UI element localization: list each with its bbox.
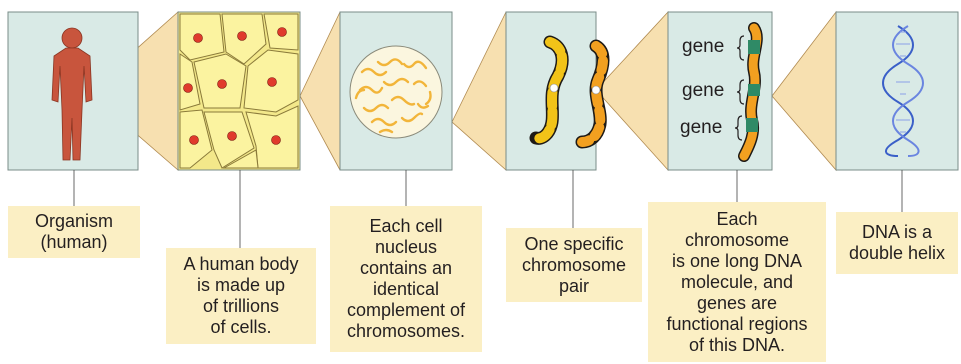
zoom-wedge-5 xyxy=(772,12,836,170)
zoom-wedge-2 xyxy=(300,12,340,170)
caption-pair: One specific chromosome pair xyxy=(506,228,642,302)
caption-nucleus: Each cell nucleus contains an identical … xyxy=(330,206,482,352)
caption-cells: A human body is made up of trillions of … xyxy=(166,248,316,344)
caption-chromosome: Each chromosome is one long DNA molecule… xyxy=(648,202,826,362)
caption-organism: Organism (human) xyxy=(8,206,140,258)
zoom-wedge-4 xyxy=(596,12,668,170)
gene-label-1: gene xyxy=(682,36,724,58)
gene-label-3: gene xyxy=(680,117,722,139)
zoom-wedge-3 xyxy=(452,12,506,170)
caption-dna: DNA is a double helix xyxy=(836,212,958,274)
gene-label-2: gene xyxy=(682,80,724,102)
